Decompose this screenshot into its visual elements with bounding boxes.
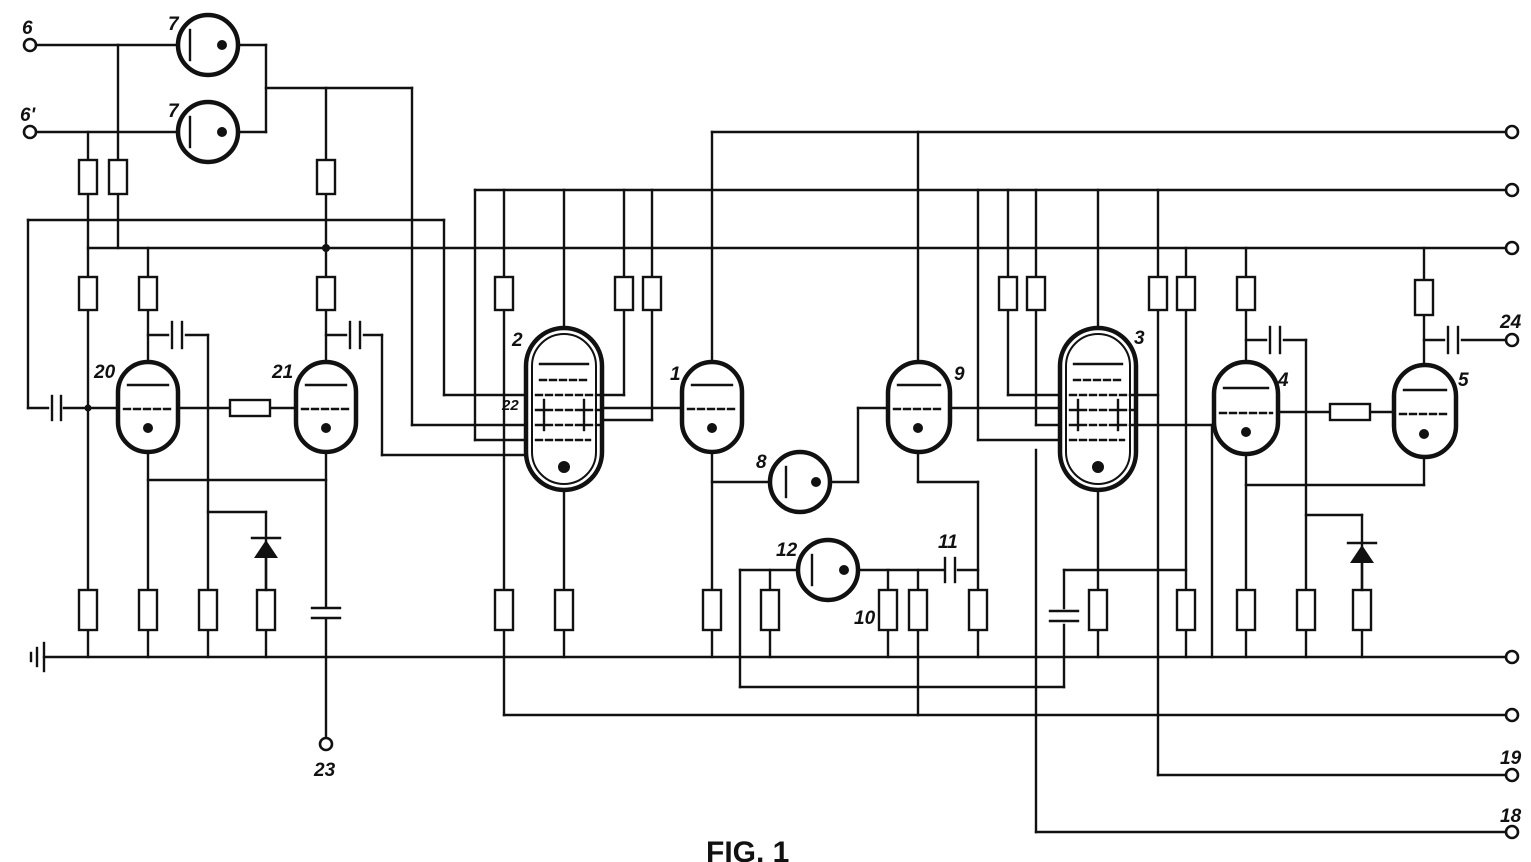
tube-label-7-lower: 7 [168,101,180,122]
multigrid-tube-2 [523,325,605,493]
tube-label-1: 1 [670,364,681,385]
terminal-label-6-prime: 6' [20,105,37,126]
grid-label-22: 22 [501,397,519,414]
tube-label-7-upper: 7 [168,14,180,35]
terminal-label-19: 19 [1500,748,1522,769]
resistor-label-10: 10 [854,608,876,629]
tube-label-12: 12 [776,540,798,561]
triode-5 [1391,362,1459,460]
triode-21 [293,359,359,455]
tube-label-2: 2 [511,330,523,351]
wiring [26,43,1509,834]
glow-tube-8 [767,449,833,515]
tube-label-20: 20 [93,362,116,383]
terminal-label-18: 18 [1500,806,1522,827]
terminal-label-6: 6 [22,18,33,39]
terminal-label-23: 23 [313,760,336,781]
glow-tube-7-upper [175,12,241,78]
triode-20 [115,359,181,455]
diode-right [1346,541,1378,592]
capacitors [50,320,1460,623]
junction-dots [84,244,330,412]
terminals [22,37,1520,840]
capacitor-label-11: 11 [938,532,958,553]
diode-left [250,536,282,592]
tube-label-21: 21 [271,362,293,383]
triode-1 [679,359,745,455]
tube-label-4: 4 [1277,370,1289,391]
tube-label-8: 8 [756,452,767,473]
glow-tube-12 [795,537,861,603]
labels: 6 6' 23 24 19 18 7 7 20 21 2 22 1 8 9 12… [20,14,1522,827]
figure-caption: FIG. 1 [706,836,789,862]
triode-9 [885,359,953,455]
triode-4 [1211,359,1281,457]
tube-label-3: 3 [1134,328,1145,349]
ground-symbol [29,641,46,673]
terminal-label-24: 24 [1499,312,1522,333]
tube-label-5: 5 [1458,370,1469,391]
glow-tube-7-lower [175,99,241,165]
tube-label-9: 9 [954,364,965,385]
resistors [77,158,1435,632]
multigrid-tube-3 [1057,325,1139,493]
